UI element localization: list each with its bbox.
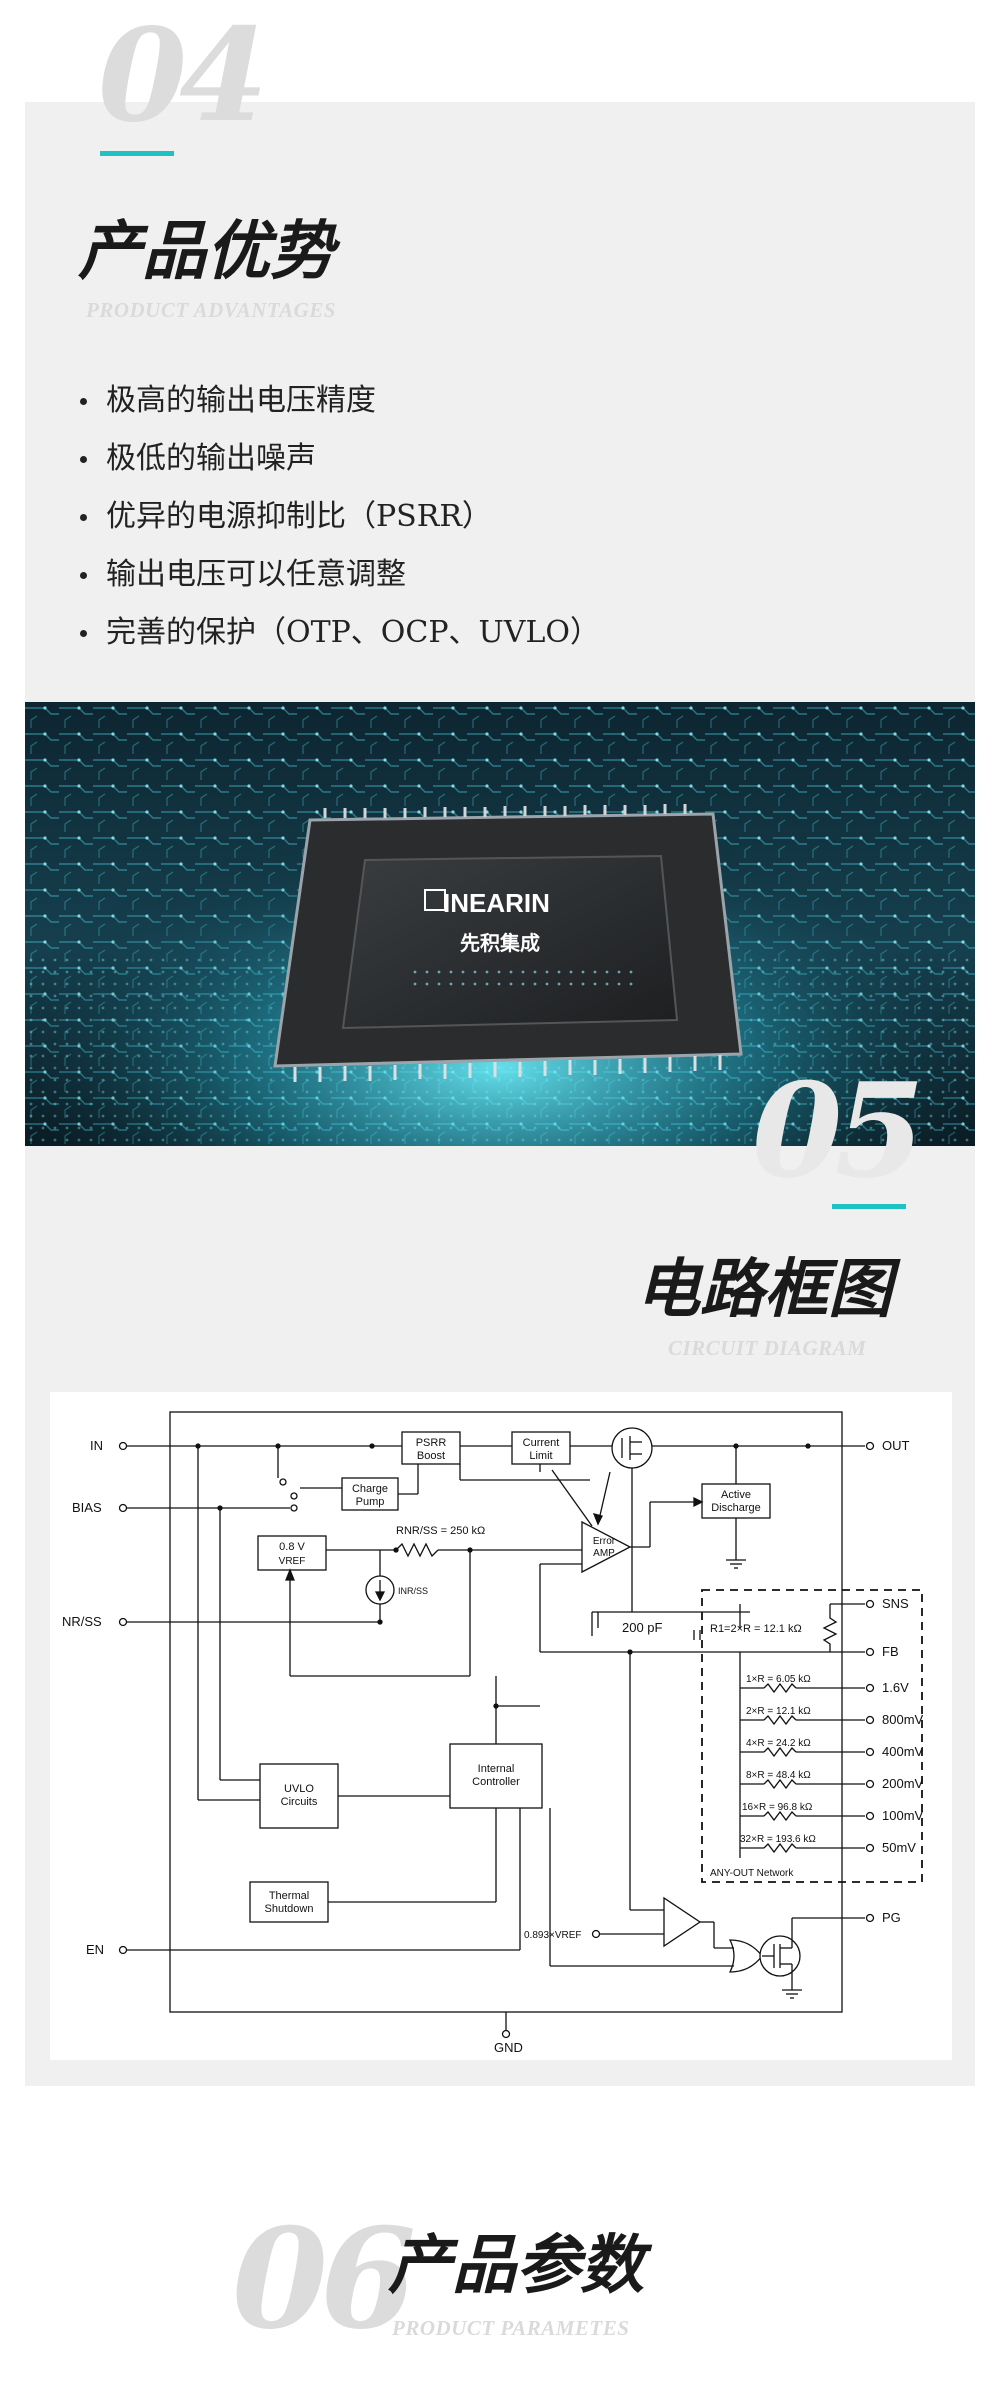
pin-label-sns: SNS xyxy=(882,1596,909,1611)
block-active-discharge-line2: Discharge xyxy=(711,1502,761,1514)
block-charge-pump-line2: Pump xyxy=(356,1496,385,1508)
block-uvlo-line2: Circuits xyxy=(281,1796,318,1808)
pin-label-out: OUT xyxy=(882,1438,910,1453)
label-rnrss: RNR/SS = 250 kΩ xyxy=(396,1525,485,1537)
chip-image: INEARIN 先积集成 xyxy=(25,702,975,1148)
accent-line-04 xyxy=(100,151,174,156)
block-thermal-line1: Thermal xyxy=(269,1890,309,1902)
label-network-r2: 2×R = 12.1 kΩ xyxy=(746,1706,811,1717)
section-title-circuit: 电路框图 xyxy=(636,1252,892,1327)
label-r1: R1=2×R = 12.1 kΩ xyxy=(710,1623,802,1635)
list-item: 极低的输出噪声 xyxy=(80,430,600,488)
section-subtitle-parameters: PRODUCT PARAMETES xyxy=(392,2316,630,2340)
pin-label-bias: BIAS xyxy=(72,1500,102,1515)
circuit-diagram: IN BIAS NR/SS EN OUT SNS FB 1.6V 800mV 4… xyxy=(50,1392,952,2060)
bullet-icon xyxy=(80,572,87,579)
advantages-list: 极高的输出电压精度 极低的输出噪声 优异的电源抑制比（PSRR） 输出电压可以任… xyxy=(80,372,600,662)
list-item: 输出电压可以任意调整 xyxy=(80,546,600,604)
pin-label-nrss: NR/SS xyxy=(62,1614,102,1629)
section-number-04: 04 xyxy=(98,1,268,151)
bullet-icon xyxy=(80,630,87,637)
block-charge-pump-line1: Charge xyxy=(352,1483,388,1495)
pin-label-en: EN xyxy=(86,1942,104,1957)
block-psrr-line1: PSRR xyxy=(416,1437,447,1449)
pin-label-50mv: 50mV xyxy=(882,1840,916,1855)
block-active-discharge-line1: Active xyxy=(721,1489,751,1501)
label-network-r6: 32×R = 193.6 kΩ xyxy=(740,1834,816,1845)
section-number-06: 06 xyxy=(232,2197,416,2360)
pin-label-fb: FB xyxy=(882,1644,899,1659)
pin-label-800mv: 800mV xyxy=(882,1712,924,1727)
list-item: 优异的电源抑制比（PSRR） xyxy=(80,488,600,546)
section-title-advantages: 产品优势 xyxy=(78,214,334,289)
section-title-parameters: 产品参数 xyxy=(388,2228,644,2303)
chip-brand-text: INEARIN xyxy=(443,888,550,918)
pin-label-1v6: 1.6V xyxy=(882,1680,909,1695)
block-error-amp-line1: Error xyxy=(593,1536,616,1547)
label-network-r1: 1×R = 6.05 kΩ xyxy=(746,1674,811,1685)
label-network-r4: 8×R = 48.4 kΩ xyxy=(746,1770,811,1781)
pin-label-in: IN xyxy=(90,1438,103,1453)
accent-line-05 xyxy=(832,1204,906,1209)
section-number-05: 05 xyxy=(752,1054,925,1207)
block-thermal-line2: Shutdown xyxy=(265,1903,314,1915)
bullet-icon xyxy=(80,456,87,463)
block-error-amp-line2: AMP xyxy=(593,1548,615,1559)
label-inrss: INR/SS xyxy=(398,1586,428,1596)
label-pg-ref: 0.893×VREF xyxy=(524,1930,582,1941)
label-cap: 200 pF xyxy=(622,1620,663,1635)
block-internal-controller-line1: Internal xyxy=(478,1763,515,1775)
block-uvlo-line1: UVLO xyxy=(284,1783,314,1795)
pin-label-gnd: GND xyxy=(494,2040,523,2055)
list-item: 极高的输出电压精度 xyxy=(80,372,600,430)
pin-label-100mv: 100mV xyxy=(882,1808,924,1823)
label-network-name: ANY-OUT Network xyxy=(710,1868,794,1879)
list-item: 完善的保护（OTP、OCP、UVLO） xyxy=(80,604,600,662)
block-psrr-line2: Boost xyxy=(417,1450,445,1462)
section-subtitle-circuit: CIRCUIT DIAGRAM xyxy=(668,1336,867,1360)
label-network-r5: 16×R = 96.8 kΩ xyxy=(742,1802,813,1813)
pin-label-400mv: 400mV xyxy=(882,1744,924,1759)
block-vref-line2: VREF xyxy=(279,1556,306,1567)
section-subtitle-advantages: PRODUCT ADVANTAGES xyxy=(86,298,336,322)
block-internal-controller-line2: Controller xyxy=(472,1776,520,1788)
block-current-limit-line2: Limit xyxy=(529,1450,552,1462)
bullet-icon xyxy=(80,514,87,521)
block-vref-line1: 0.8 V xyxy=(279,1541,305,1553)
label-network-r3: 4×R = 24.2 kΩ xyxy=(746,1738,811,1749)
advantages-panel xyxy=(25,102,975,702)
pin-label-pg: PG xyxy=(882,1910,901,1925)
pin-label-200mv: 200mV xyxy=(882,1776,924,1791)
block-current-limit-line1: Current xyxy=(523,1437,560,1449)
bullet-icon xyxy=(80,398,87,405)
chip-brand-cn-text: 先积集成 xyxy=(460,931,540,955)
